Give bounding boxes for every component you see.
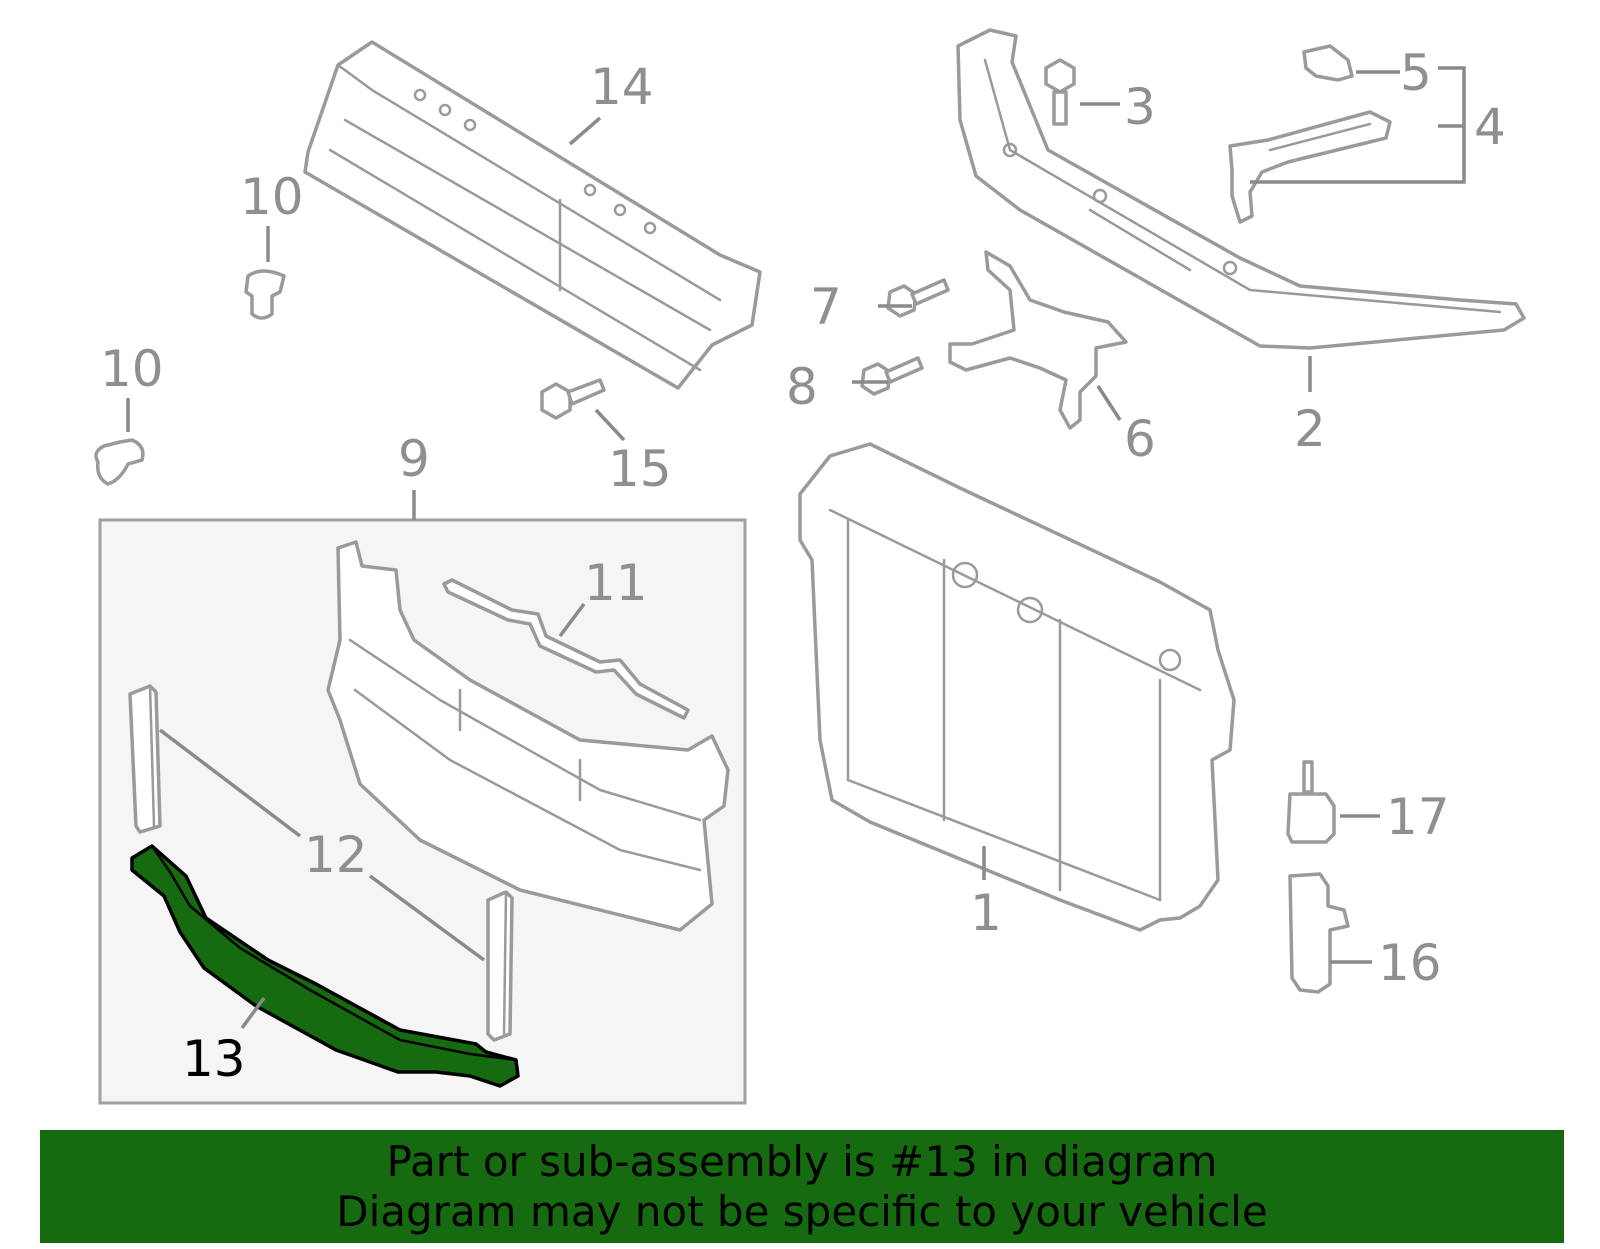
part-12-absorber-right[interactable] xyxy=(486,890,514,1042)
callout-3: 3 xyxy=(1124,78,1156,136)
part-13-reinforcement-highlighted[interactable] xyxy=(130,844,520,1088)
callout-17: 17 xyxy=(1386,788,1450,846)
banner-line-1: Part or sub-assembly is #13 in diagram xyxy=(386,1136,1218,1186)
callout-14: 14 xyxy=(590,58,654,116)
part-10-clip-upper[interactable] xyxy=(244,269,286,320)
callout-13: 13 xyxy=(182,1030,246,1088)
part-8-bolt[interactable] xyxy=(860,356,924,396)
callout-labels: 14 10 10 15 3 5 4 7 8 6 2 9 11 1 17 16 1… xyxy=(100,44,1506,1088)
callout-7: 7 xyxy=(810,278,842,336)
leader-lines xyxy=(126,66,1466,1030)
part-4-bracket[interactable] xyxy=(1228,110,1392,224)
callout-12: 12 xyxy=(304,826,368,884)
callout-1: 1 xyxy=(970,884,1002,942)
info-banner: Part or sub-assembly is #13 in diagram D… xyxy=(40,1130,1564,1243)
callout-6: 6 xyxy=(1124,410,1156,468)
banner-line-2: Diagram may not be specific to your vehi… xyxy=(336,1186,1268,1236)
callout-11: 11 xyxy=(584,554,648,612)
callout-15: 15 xyxy=(608,440,672,498)
part-10-clip-lower[interactable] xyxy=(94,438,145,486)
callout-4: 4 xyxy=(1474,98,1506,156)
part-12-absorber-left[interactable] xyxy=(128,684,162,834)
callout-10-upper: 10 xyxy=(240,168,304,226)
part-15-bolt[interactable] xyxy=(540,378,606,420)
part-16-sensor[interactable] xyxy=(1288,872,1350,994)
part-1-radiator-support[interactable] xyxy=(798,442,1236,932)
callout-10-lower: 10 xyxy=(100,340,164,398)
part-6-bracket[interactable] xyxy=(948,250,1128,430)
callout-16: 16 xyxy=(1378,934,1442,992)
part-9-shield[interactable] xyxy=(326,540,730,932)
callout-2: 2 xyxy=(1294,400,1326,458)
part-7-bolt[interactable] xyxy=(886,278,950,318)
part-14-upper-shield[interactable] xyxy=(303,40,762,390)
callout-8: 8 xyxy=(786,358,818,416)
callout-5: 5 xyxy=(1400,44,1432,102)
part-3-bolt[interactable] xyxy=(1044,58,1076,126)
part-17-sensor[interactable] xyxy=(1286,760,1336,844)
part-2-upper-tie-bar[interactable] xyxy=(956,28,1526,350)
callout-9: 9 xyxy=(398,430,430,488)
part-11-seal-strip[interactable] xyxy=(442,578,690,720)
part-5-bracket[interactable] xyxy=(1302,44,1354,82)
